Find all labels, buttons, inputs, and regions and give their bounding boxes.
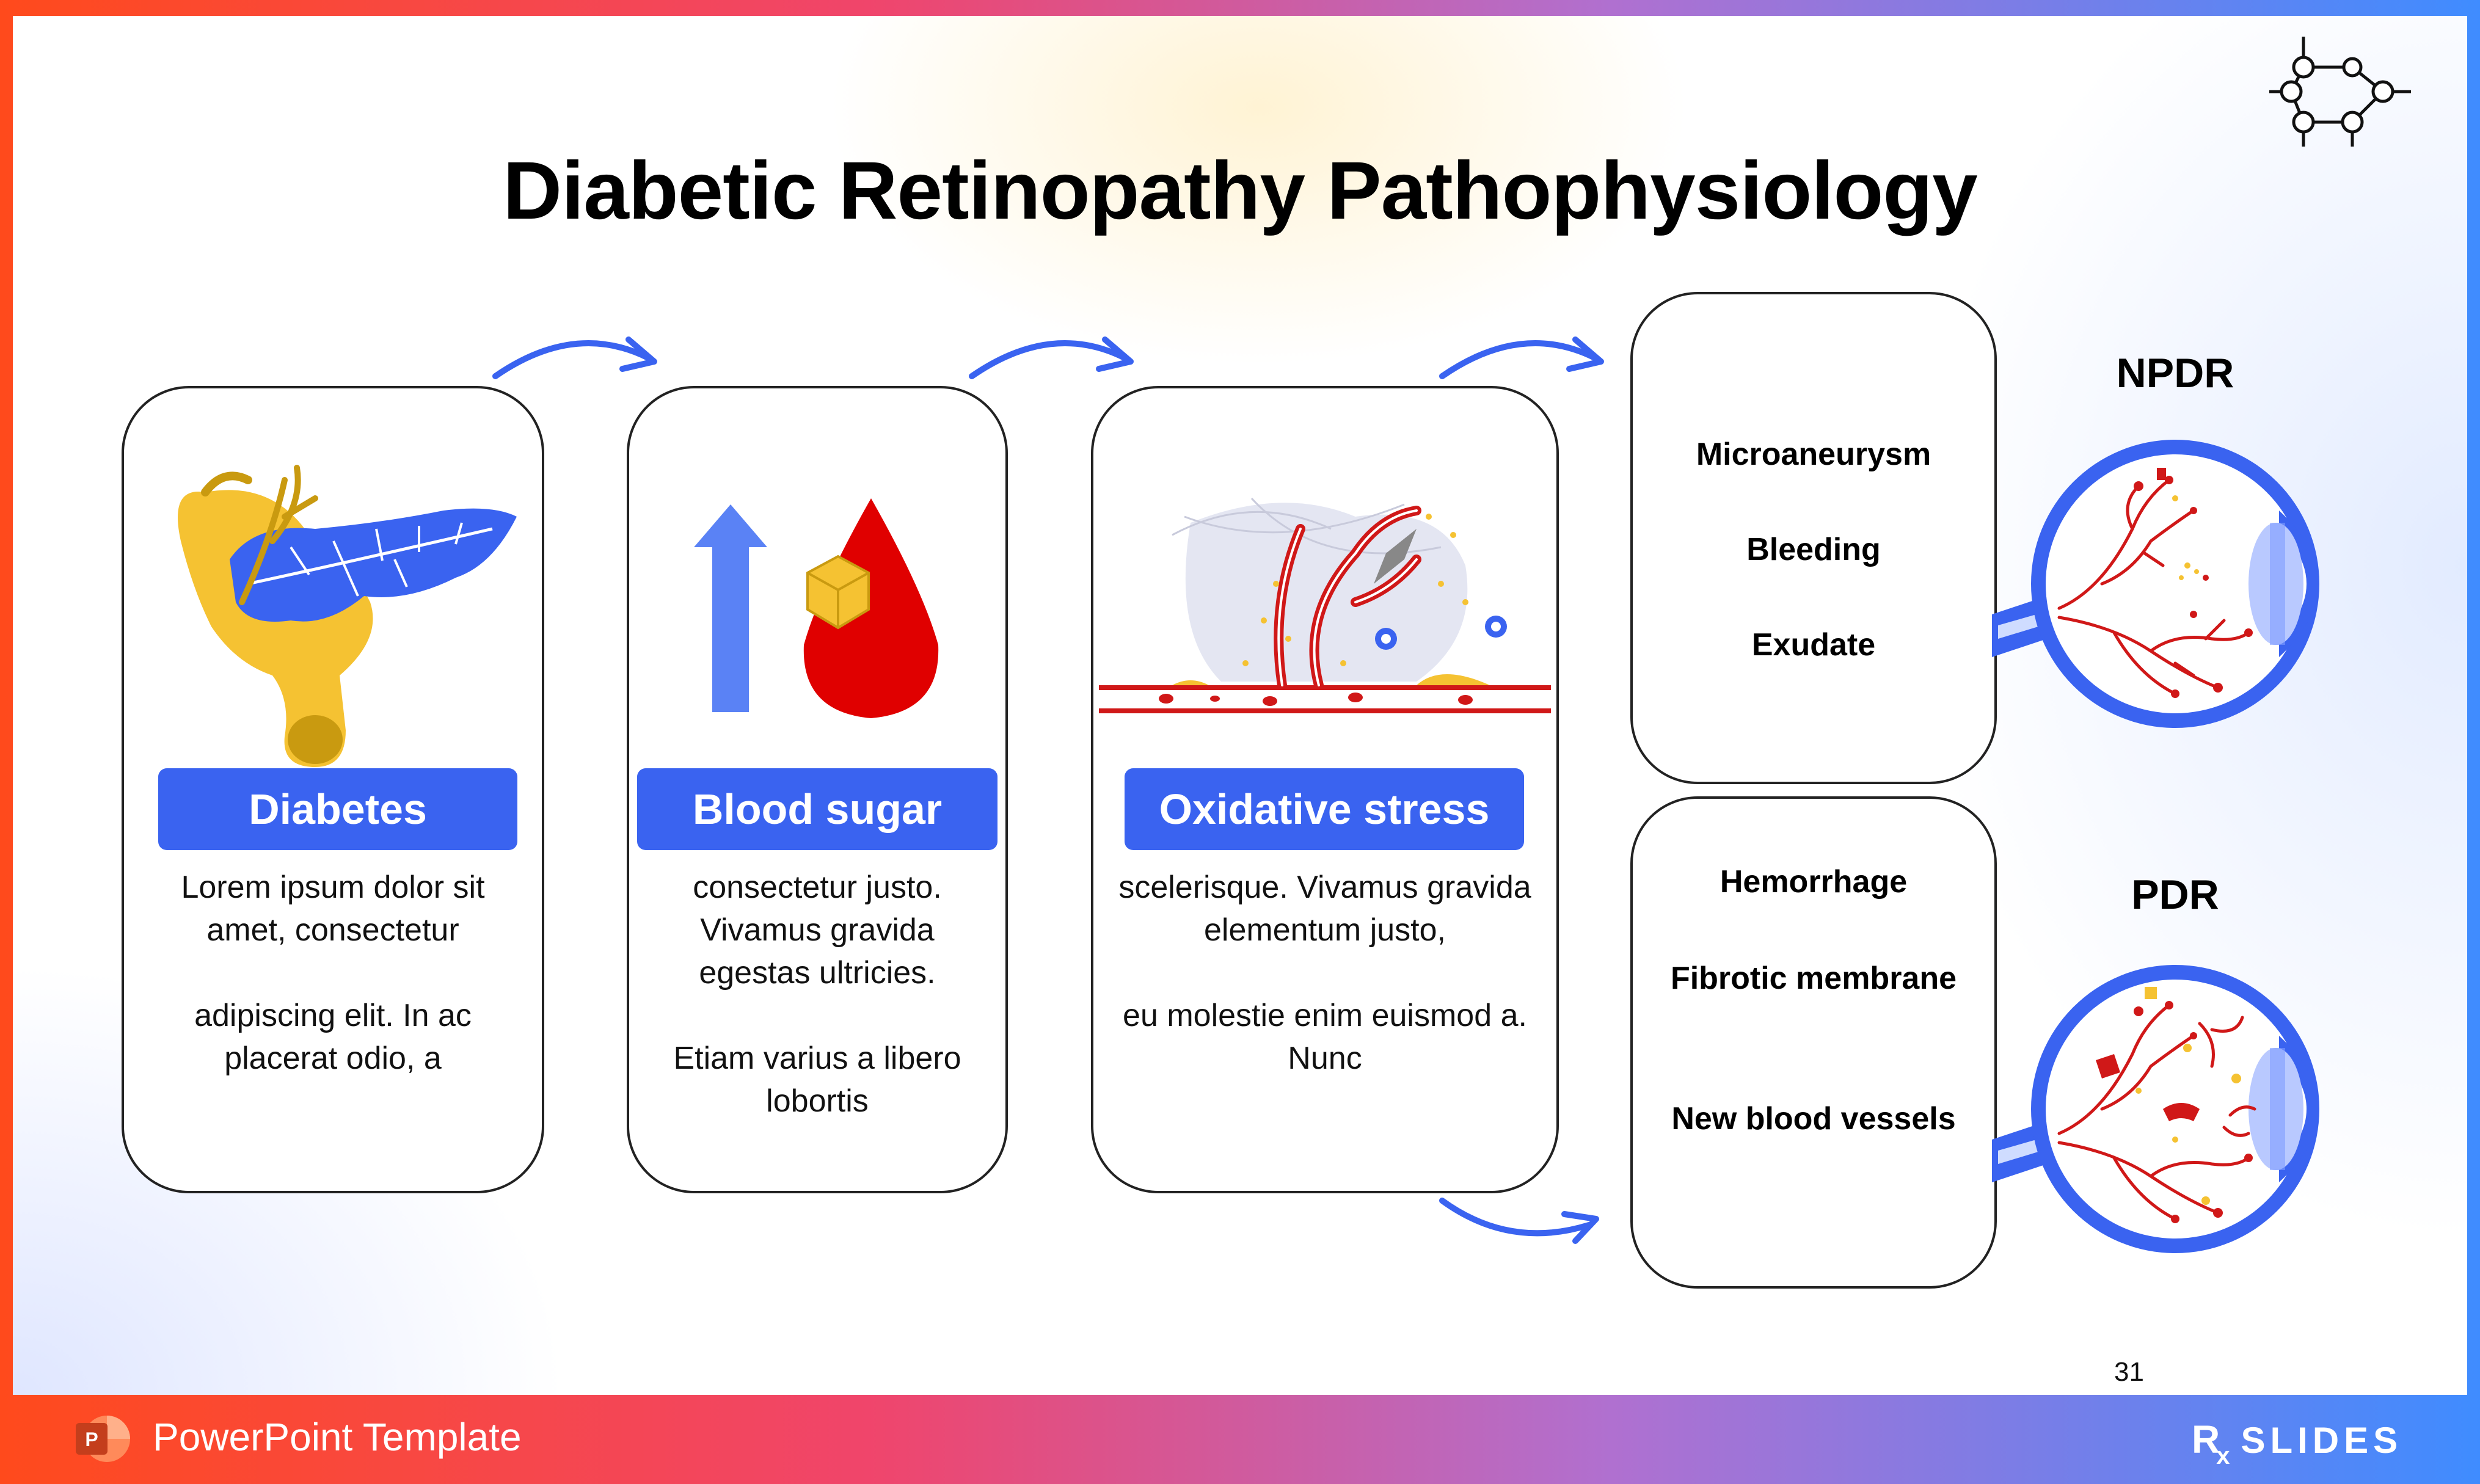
arrow-icon bbox=[1439, 1198, 1599, 1244]
arrow-icon bbox=[492, 336, 657, 379]
eye-heading-pdr: PDR bbox=[2131, 871, 2219, 918]
step-description-text: scelerisque. Vivamus gravida elementum j… bbox=[1118, 870, 1531, 948]
outcome-card-pdr bbox=[1630, 796, 1997, 1289]
svg-text:P: P bbox=[85, 1428, 98, 1450]
step-description: scelerisque. Vivamus gravida elementum j… bbox=[1118, 866, 1531, 1080]
arrow-icon bbox=[969, 336, 1134, 379]
step-description: Lorem ipsum dolor sit amet, consectetur … bbox=[146, 866, 520, 1080]
outcome-card-npdr bbox=[1630, 292, 1997, 784]
brand-rx: R bbox=[2192, 1417, 2220, 1461]
eye-icon bbox=[1992, 965, 2319, 1253]
outcome-item: Fibrotic membrane bbox=[1670, 961, 1957, 996]
step-description-text: Etiam varius a libero lobortis bbox=[673, 1041, 961, 1119]
step-label-diabetes: Diabetes bbox=[158, 768, 517, 850]
outcome-item: New blood vessels bbox=[1671, 1101, 1956, 1137]
up-arrow-icon bbox=[694, 504, 767, 712]
step-label-blood-sugar: Blood sugar bbox=[637, 768, 997, 850]
sugar-cube-icon bbox=[806, 555, 870, 630]
brand-name: SLIDES bbox=[2241, 1420, 2403, 1461]
slide-title: Diabetic Retinopathy Pathophysiology bbox=[503, 145, 1978, 236]
step-description-text: consectetur justo. Vivamus gravida egest… bbox=[693, 870, 942, 991]
blood-drop-icon bbox=[803, 498, 939, 718]
powerpoint-icon: P bbox=[76, 1416, 130, 1462]
pancreas-icon bbox=[178, 465, 517, 767]
blood-vessel-icon bbox=[1099, 497, 1551, 713]
eye-heading-npdr: NPDR bbox=[2116, 350, 2234, 396]
step-description: consectetur justo. Vivamus gravida egest… bbox=[642, 866, 993, 1122]
footer-template-label: PowerPoint Template bbox=[153, 1415, 522, 1459]
outcome-item: Exudate bbox=[1751, 627, 1876, 663]
eye-icon bbox=[1992, 440, 2319, 728]
molecule-icon bbox=[2269, 37, 2411, 147]
outcome-item: Bleeding bbox=[1746, 532, 1881, 567]
step-description-text: Lorem ipsum dolor sit amet, consectetur bbox=[181, 870, 485, 948]
outcome-item: Microaneurysm bbox=[1696, 437, 1931, 472]
step-description-text: adipiscing elit. In ac placerat odio, a bbox=[194, 998, 472, 1076]
step-description-text: eu molestie enim euismod a. Nunc bbox=[1123, 998, 1527, 1076]
arrow-icon bbox=[1439, 336, 1604, 379]
outcome-item: Hemorrhage bbox=[1720, 864, 1908, 900]
step-label-oxidative-stress: Oxidative stress bbox=[1125, 768, 1524, 850]
page-number: 31 bbox=[2114, 1357, 2144, 1387]
slide: Diabetic Retinopathy Pathophysiology Dia… bbox=[13, 16, 2467, 1395]
